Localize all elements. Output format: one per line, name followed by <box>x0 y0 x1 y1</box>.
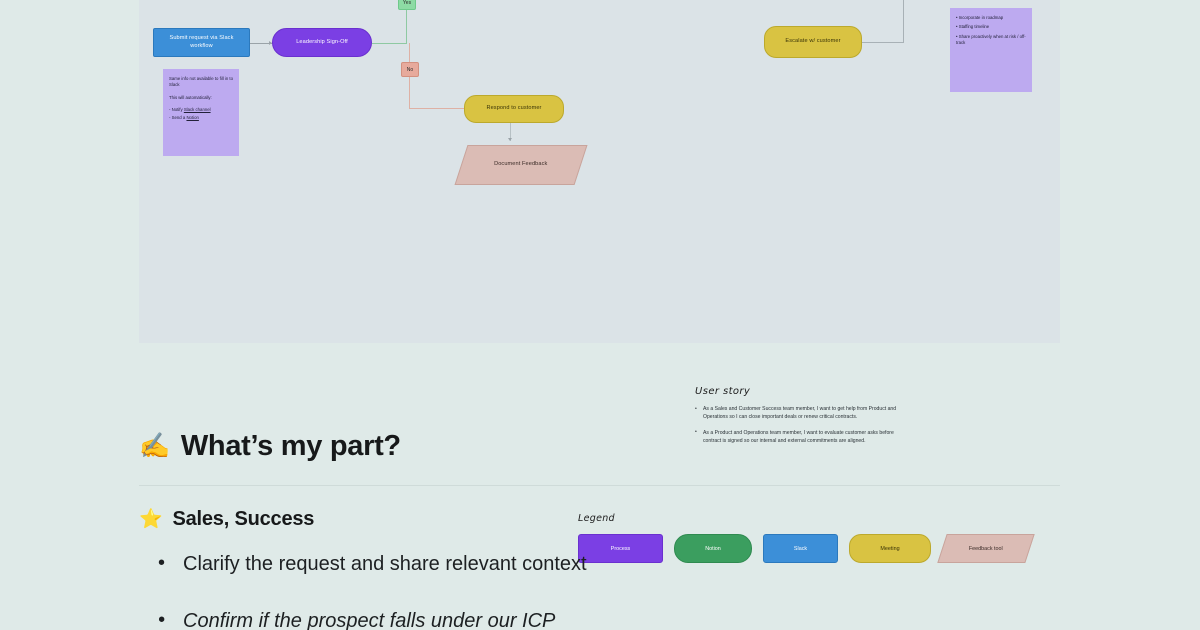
note-intro: Same info not available to fill in to Sl… <box>169 76 234 88</box>
edge-label-no: No <box>401 62 419 77</box>
sticky-note-followups[interactable]: Incorporate in roadmap Staffing timeline… <box>950 8 1032 92</box>
section-divider <box>139 485 1060 486</box>
note-action-text: Notify <box>171 107 184 113</box>
list-item: Confirm if the prospect falls under our … <box>139 605 1060 630</box>
followup-list: Incorporate in roadmap Staffing timeline… <box>956 15 1026 47</box>
node-document-feedback[interactable]: Document Feedback <box>454 145 588 185</box>
note-subhead: This will automatically: <box>169 94 212 100</box>
node-document-feedback-label: Document Feedback <box>494 161 548 168</box>
page-title: ✍️ What’s my part? <box>139 430 1060 463</box>
connector-escalate-out-vertical <box>903 0 904 43</box>
connector-yes-horizontal <box>372 43 407 44</box>
followup-item: Staffing timeline <box>956 24 1026 30</box>
user-story-item: As a Product and Operations team member,… <box>695 428 910 446</box>
arrowhead-signoff <box>269 40 272 45</box>
node-submit-request[interactable]: Submit request via Slack workflow <box>153 28 250 57</box>
note-action-link[interactable]: Slack channel <box>183 107 211 113</box>
node-escalate-with-customer[interactable]: Escalate w/ customer <box>764 26 862 58</box>
node-respond-to-customer[interactable]: Respond to customer <box>464 95 564 123</box>
legend-title: Legend <box>578 513 615 524</box>
star-icon: ⭐ <box>139 509 163 530</box>
note-action-list: Notify Slack channel Send a Notion <box>169 107 233 121</box>
user-story-block: User story As a Sales and Customer Succe… <box>695 386 910 452</box>
user-story-list: As a Sales and Customer Success team mem… <box>695 405 910 445</box>
connector-escalate-out-horizontal <box>862 42 904 43</box>
responsibility-list: Clarify the request and share relevant c… <box>139 548 1060 630</box>
user-story-title: User story <box>695 386 751 397</box>
arrowhead-document-feedback <box>507 138 512 141</box>
connector-respond-to-feedback <box>510 123 511 141</box>
connector-no-horizontal <box>409 108 465 109</box>
followup-item: Incorporate in roadmap <box>956 15 1026 21</box>
sticky-note-slack-workflow[interactable]: Same info not available to fill in to Sl… <box>163 69 239 156</box>
section-title: ⭐ Sales, Success <box>139 508 1060 531</box>
note-action-item: Send a Notion <box>169 115 233 121</box>
edge-label-yes: Yes <box>398 0 416 10</box>
user-story-item: As a Sales and Customer Success team mem… <box>695 405 910 422</box>
note-action-link[interactable]: Notion <box>186 115 199 121</box>
followup-item: Share proactively when at risk / off-tra… <box>956 34 1026 47</box>
node-leadership-signoff[interactable]: Leadership Sign-Off <box>272 28 372 57</box>
list-item: Clarify the request and share relevant c… <box>139 548 1060 580</box>
section-title-text: Sales, Success <box>172 508 315 530</box>
page-title-text: What’s my part? <box>180 430 401 462</box>
note-action-item: Notify Slack channel <box>169 107 233 113</box>
content-block: ✍️ What’s my part? ⭐ Sales, Success Clar… <box>139 430 1060 630</box>
note-action-text: Send a <box>171 115 187 121</box>
connector-yes-vertical <box>406 4 407 44</box>
writing-hand-icon: ✍️ <box>139 432 170 460</box>
connector-submit-to-signoff <box>250 43 274 44</box>
diagram-canvas[interactable]: Submit request via Slack workflow Leader… <box>139 0 1060 343</box>
